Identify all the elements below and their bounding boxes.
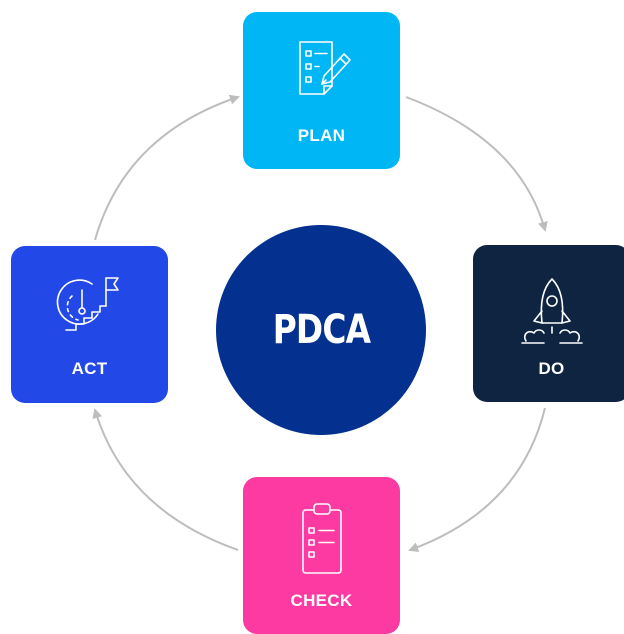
- stage-label-plan: PLAN: [297, 126, 346, 145]
- arrow-plan-to-do: [405, 96, 548, 232]
- stage-label-do: DO: [538, 359, 565, 378]
- stage-check: CHECK: [243, 477, 400, 634]
- center-label: PDCA: [272, 307, 370, 353]
- stage-act: ACT: [11, 246, 168, 403]
- stage-label-check: CHECK: [290, 591, 353, 610]
- rocket-icon: [473, 275, 624, 351]
- arrow-do-to-check: [408, 407, 546, 552]
- checklist-pencil-icon: [243, 38, 400, 98]
- clipboard-checklist-icon: [243, 502, 400, 578]
- arrow-act-to-plan: [94, 94, 240, 241]
- clock-stairs-flag-icon: [11, 270, 168, 334]
- stage-do: DO: [473, 245, 624, 402]
- stage-plan: PLAN: [243, 12, 400, 169]
- stage-label-act: ACT: [71, 359, 108, 378]
- arrow-check-to-act: [92, 408, 239, 551]
- pdca-center-circle: PDCA: [216, 225, 426, 435]
